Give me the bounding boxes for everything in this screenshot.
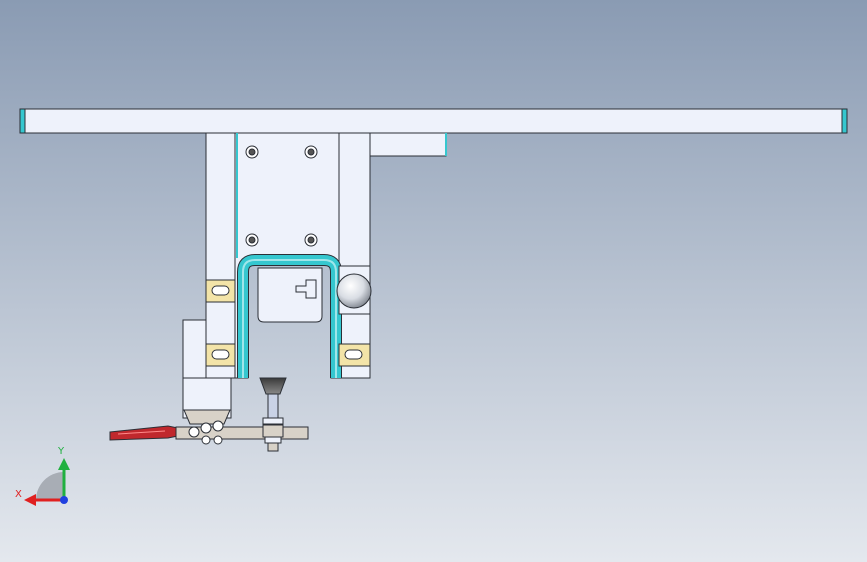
x-axis-label: X [15,489,22,500]
x-axis-arrow-icon [24,494,36,506]
assembly-model[interactable] [19,108,848,452]
side-bracket-block[interactable] [369,132,447,157]
z-axis-dot [60,496,68,504]
slotted-brackets[interactable] [205,279,371,367]
pressure-pad[interactable] [259,377,287,452]
clamp-body[interactable] [183,409,231,425]
left-column[interactable] [205,132,236,379]
clamp-mount-block[interactable] [182,319,207,379]
right-column[interactable] [338,132,371,379]
y-axis-arrow-icon [58,458,70,470]
sphere-knob[interactable] [336,273,372,309]
u-shaped-guide[interactable] [237,254,342,378]
coordinate-triad: Y X [15,446,70,506]
top-rail[interactable] [19,108,848,134]
y-axis-label: Y [57,446,65,457]
key-notch [295,279,317,299]
plate-screws [245,145,318,247]
triad-base-quadrant [36,472,64,500]
